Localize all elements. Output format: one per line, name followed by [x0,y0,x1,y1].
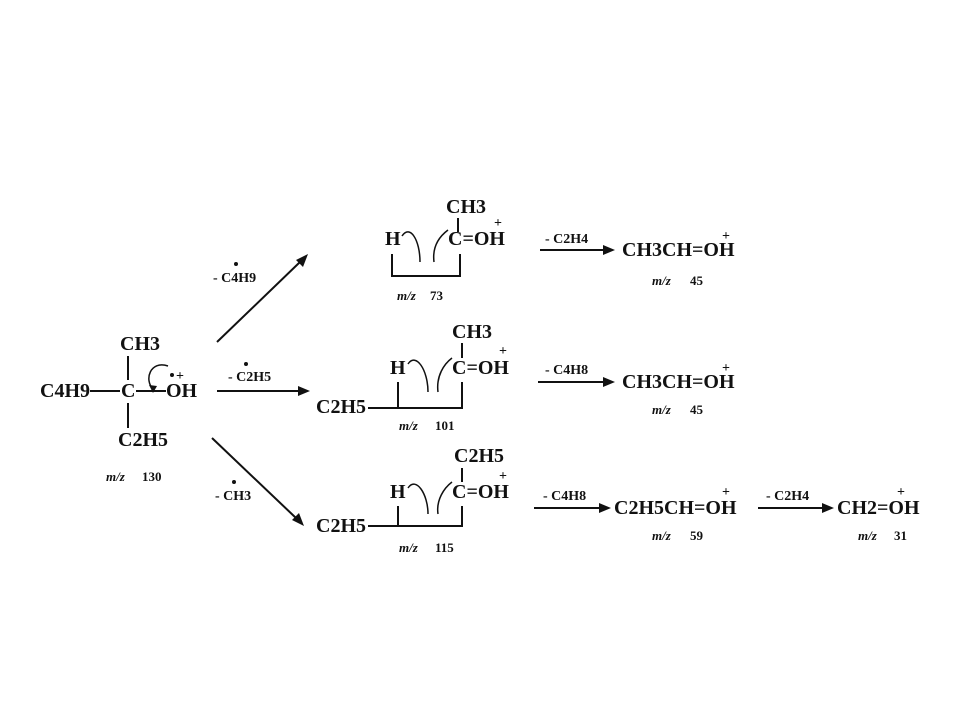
row1-ion: CH3 H C=OH + m/z 73 [385,196,505,303]
arrowhead-icon [822,503,834,513]
row3-ring-bracket [397,506,463,527]
row1-hydrogen: H [385,228,401,250]
row3-hydrogen: H [390,481,406,503]
arrow-loss-methyl [211,437,297,519]
row3-step1: - C4H8 C2H5CH=OH + m/z 59 [534,485,737,543]
row2-mz-value: 101 [435,418,455,433]
row3-product1-mz-label: m/z [652,528,672,543]
plus-charge-icon: + [176,369,184,384]
row3-step2: - C2H4 CH2=OH + m/z 31 [758,485,920,543]
row2-methyl: CH3 [452,321,492,343]
row3-carbonyl: C=OH [452,481,509,503]
arrowhead-icon [298,386,310,396]
row1-product-mz-label: m/z [652,273,672,288]
row3-ion: C2H5 H C=OH + C2H5 m/z 115 [316,445,509,555]
loss-butyl-label: - C4H9 [213,271,256,286]
row1-ring-bracket [391,254,461,277]
row3-product1-mz-value: 59 [690,528,704,543]
precursor-hydroxyl: OH [166,380,198,402]
precursor-structure: CH3 C4H9 C OH + C2H5 m/z 130 [40,333,198,484]
precursor-butyl: C4H9 [40,380,90,402]
plus-charge-icon: + [494,216,502,231]
radical-dot-icon [234,262,238,266]
row2-mz-label: m/z [399,418,419,433]
row3-product2-mz-value: 31 [894,528,907,543]
precursor-mz-value: 130 [142,469,162,484]
row2-hydrogen: H [390,357,406,379]
row2-carbonyl: C=OH [452,357,509,379]
precursor-methyl: CH3 [120,333,160,355]
row3-mz-label: m/z [399,540,419,555]
radical-dot-icon [232,480,236,484]
row3-product1: C2H5CH=OH [614,497,737,519]
radical-dot-icon [170,373,174,377]
row2-step: - C4H8 CH3CH=OH + m/z 45 [538,361,735,417]
plus-charge-icon: + [722,485,730,500]
branch-arrows: - C4H9 - C2H5 - CH3 [211,254,310,526]
arrowhead-icon [292,513,304,526]
row2-product-mz-value: 45 [690,402,704,417]
row1-carbonyl: C=OH [448,228,505,250]
curved-arrow-icon [407,359,429,393]
row2-ion: CH3 H C=OH + C2H5 m/z 101 [316,321,509,433]
row2-ethyl: C2H5 [316,396,366,418]
plus-charge-icon: + [499,469,507,484]
row1-product: CH3CH=OH [622,239,735,261]
row3-loss1: - C4H8 [543,489,586,504]
row3-ethyl-top: C2H5 [454,445,504,467]
plus-charge-icon: + [722,361,730,376]
row2-ring-bracket [397,382,463,409]
curved-arrow-icon [401,231,421,263]
arrowhead-icon [603,377,615,387]
precursor-mz-label: m/z [106,469,126,484]
row2-product-mz-label: m/z [652,402,672,417]
precursor-carbon: C [121,380,135,402]
arrowhead-icon [599,503,611,513]
row1-mz-value: 73 [430,288,444,303]
plus-charge-icon: + [722,229,730,244]
row2-product: CH3CH=OH [622,371,735,393]
row3-product2: CH2=OH [837,497,920,519]
arrowhead-icon [149,385,157,393]
row3-loss2: - C2H4 [766,489,809,504]
curved-arrow-icon [432,229,449,263]
row2-loss: - C4H8 [545,363,588,378]
row3-ethyl: C2H5 [316,515,366,537]
curved-arrow-icon [407,483,429,515]
row3-mz-value: 115 [435,540,454,555]
curved-arrow-icon [436,481,453,515]
arrow-loss-butyl [216,261,301,343]
row1-methyl: CH3 [446,196,486,218]
loss-methyl-label: - CH3 [215,489,251,504]
arrowhead-icon [296,254,308,267]
curved-arrow-icon [436,357,453,393]
loss-ethyl-label: - C2H5 [228,370,271,385]
row1-product-mz-value: 45 [690,273,704,288]
plus-charge-icon: + [897,485,905,500]
plus-charge-icon: + [499,344,507,359]
radical-dot-icon [244,362,248,366]
precursor-ethyl: C2H5 [118,429,168,451]
row3-product2-mz-label: m/z [858,528,878,543]
arrowhead-icon [603,245,615,255]
row1-step: - C2H4 CH3CH=OH + m/z 45 [540,229,735,288]
row1-loss: - C2H4 [545,232,588,247]
row1-mz-label: m/z [397,288,417,303]
